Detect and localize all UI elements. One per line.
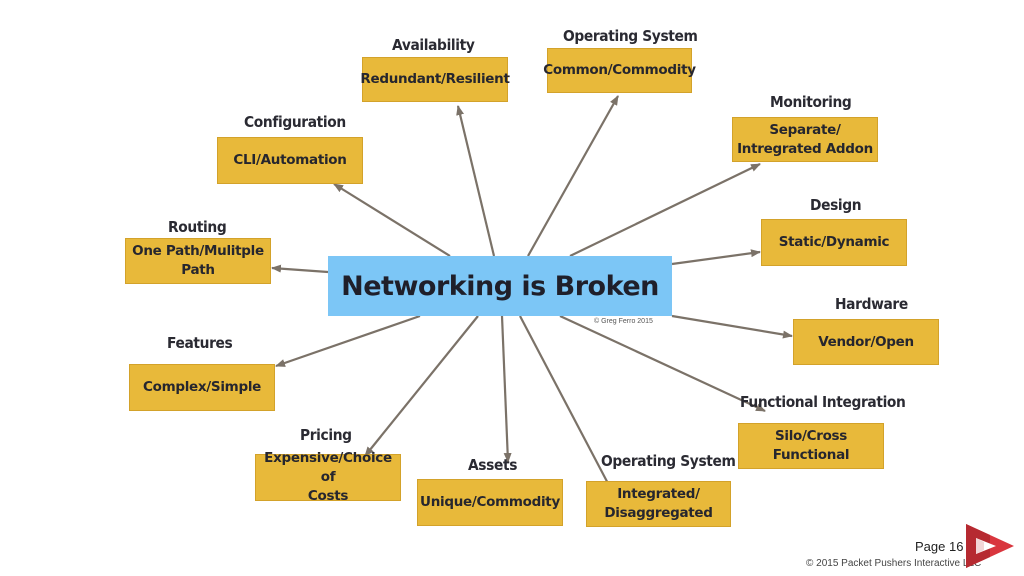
central-topic: Networking is Broken bbox=[328, 256, 672, 316]
label-design: Design bbox=[810, 196, 862, 214]
label-operating-system-top: Operating System bbox=[563, 27, 698, 45]
arrow-functional-integration bbox=[559, 315, 766, 412]
label-hardware: Hardware bbox=[835, 295, 908, 313]
arrow-pricing bbox=[364, 315, 479, 457]
arrow-assets bbox=[500, 315, 512, 463]
arrow-routing bbox=[271, 264, 329, 274]
label-features: Features bbox=[167, 334, 233, 352]
box-hardware: Vendor/Open bbox=[793, 319, 939, 365]
box-pricing: Expensive/Choice of Costs bbox=[255, 450, 401, 504]
label-monitoring: Monitoring bbox=[770, 93, 852, 111]
arrow-monitoring bbox=[569, 163, 761, 257]
box-operating-system-bottom: Integrated/ Disaggregated bbox=[586, 481, 731, 527]
arrow-features bbox=[275, 314, 421, 368]
box-monitoring: Separate/ Intregrated Addon bbox=[732, 117, 878, 162]
box-operating-system-top: Common/Commodity bbox=[543, 48, 696, 93]
arrow-configuration bbox=[333, 183, 451, 257]
label-functional-integration: Functional Integration bbox=[740, 393, 906, 411]
label-operating-system-bottom: Operating System bbox=[601, 452, 736, 470]
label-configuration: Configuration bbox=[244, 113, 346, 131]
copyright-text: © 2015 Packet Pushers Interactive LLC bbox=[806, 558, 982, 569]
box-routing: One Path/Mulitple Path bbox=[125, 238, 271, 284]
label-pricing: Pricing bbox=[300, 426, 352, 444]
label-availability: Availability bbox=[392, 36, 475, 54]
box-availability: Redundant/Resilient bbox=[360, 57, 510, 102]
arrow-design bbox=[671, 249, 761, 266]
packet-pushers-logo-icon bbox=[966, 524, 1014, 568]
arrow-operating-system-top bbox=[527, 95, 619, 257]
box-design: Static/Dynamic bbox=[761, 219, 907, 266]
box-features: Complex/Simple bbox=[129, 364, 275, 411]
label-assets: Assets bbox=[468, 456, 518, 474]
page-number: Page 16 bbox=[915, 539, 964, 554]
author-credit: © Greg Ferro 2015 bbox=[594, 318, 653, 325]
box-configuration: CLI/Automation bbox=[217, 137, 363, 184]
arrow-hardware bbox=[671, 314, 793, 339]
arrow-availability bbox=[456, 105, 496, 257]
box-functional-integration: Silo/Cross Functional bbox=[738, 423, 884, 469]
arrow-operating-system-bottom bbox=[519, 315, 613, 492]
box-assets: Unique/Commodity bbox=[417, 479, 563, 526]
label-routing: Routing bbox=[168, 218, 227, 236]
